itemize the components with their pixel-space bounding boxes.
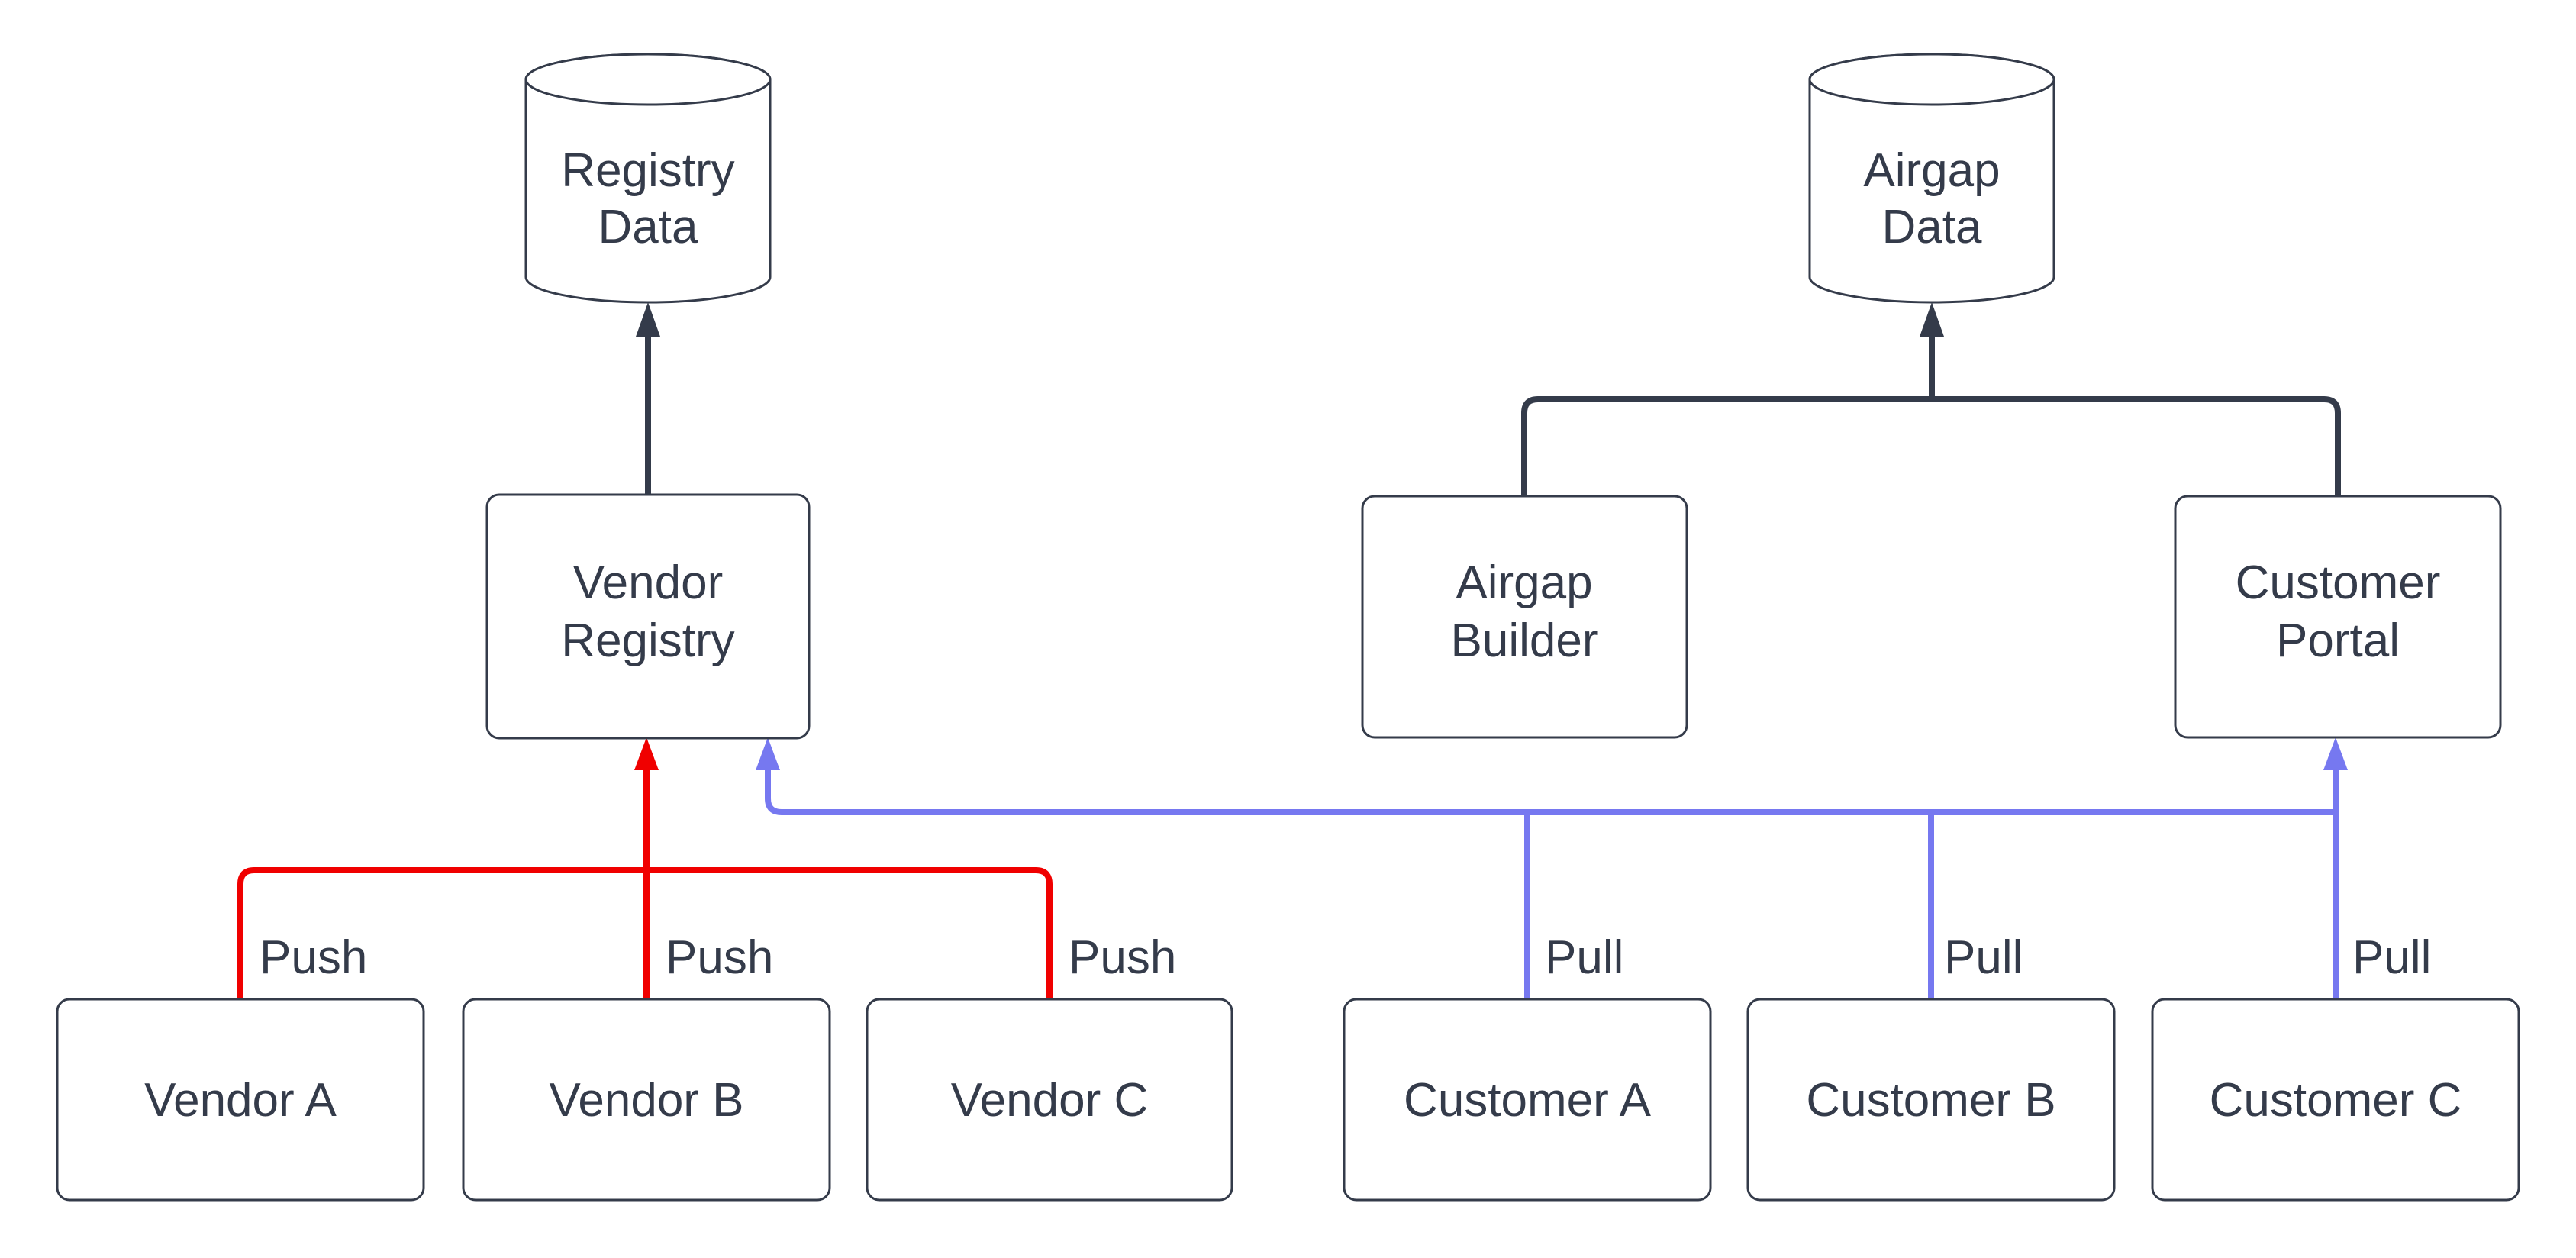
node-label: Customer <box>2236 556 2441 609</box>
edge-label-push-vendor-b: Push <box>666 931 773 984</box>
edge-customers-pull-trunk <box>756 737 2348 999</box>
node-box <box>866 998 1233 1202</box>
node-registry-data: Registry Data <box>524 53 772 304</box>
arrowhead-icon <box>756 737 780 770</box>
edge-label-pull-customer-c: Pull <box>2352 931 2431 984</box>
node-customer-portal: Customer Portal <box>2174 495 2502 739</box>
cylinder-top <box>1808 53 2055 106</box>
node-customer-b: Customer B <box>1746 998 2116 1202</box>
node-label: Customer C <box>2210 1074 2462 1127</box>
node-label: Airgap <box>1863 144 2000 197</box>
node-box <box>1361 495 1688 739</box>
node-box <box>2151 998 2520 1202</box>
node-box <box>56 998 425 1202</box>
edge-line <box>765 766 2336 815</box>
node-vendor-c: Vendor C <box>866 998 1233 1202</box>
node-vendor-registry: Vendor Registry <box>485 493 811 740</box>
node-box <box>485 493 811 740</box>
arrowhead-icon <box>1920 302 1944 337</box>
node-label: Data <box>598 201 698 253</box>
edge-label-pull-customer-a: Pull <box>1545 931 1623 984</box>
arrowhead-icon <box>634 737 659 770</box>
node-airgap-data: Airgap Data <box>1808 53 2055 304</box>
node-box <box>2174 495 2502 739</box>
arrowhead-icon <box>2323 737 2348 770</box>
edge-label-push-vendor-a: Push <box>260 931 367 984</box>
node-label: Customer A <box>1404 1074 1652 1127</box>
edge-vendor-registry-to-registry-data <box>636 302 660 495</box>
node-label: Builder <box>1451 614 1598 667</box>
node-label: Airgap <box>1456 556 1592 609</box>
node-label: Data <box>1882 201 1982 253</box>
node-label: Vendor <box>573 556 724 609</box>
node-box <box>1343 998 1712 1202</box>
edge-label-pull-customer-b: Pull <box>1944 931 2023 984</box>
node-label: Portal <box>2276 614 2400 667</box>
node-box <box>1746 998 2116 1202</box>
node-label: Customer B <box>1806 1074 2055 1127</box>
node-label: Vendor B <box>549 1074 743 1127</box>
node-label: Registry <box>561 144 734 197</box>
node-label: Registry <box>561 614 734 667</box>
edge-line <box>1521 396 2341 496</box>
edge-builder-portal-to-airgap-data <box>1521 302 2341 496</box>
node-customer-a: Customer A <box>1343 998 1712 1202</box>
node-label: Vendor A <box>144 1074 337 1127</box>
node-customer-c: Customer C <box>2151 998 2520 1202</box>
edge-vendors-push-to-vendor-registry <box>237 737 1053 999</box>
node-airgap-builder: Airgap Builder <box>1361 495 1688 739</box>
cylinder-top <box>524 53 772 106</box>
node-vendor-a: Vendor A <box>56 998 425 1202</box>
node-vendor-b: Vendor B <box>462 998 831 1202</box>
arrowhead-icon <box>636 302 660 337</box>
node-box <box>462 998 831 1202</box>
node-label: Vendor C <box>951 1074 1149 1127</box>
edge-label-push-vendor-c: Push <box>1069 931 1176 984</box>
